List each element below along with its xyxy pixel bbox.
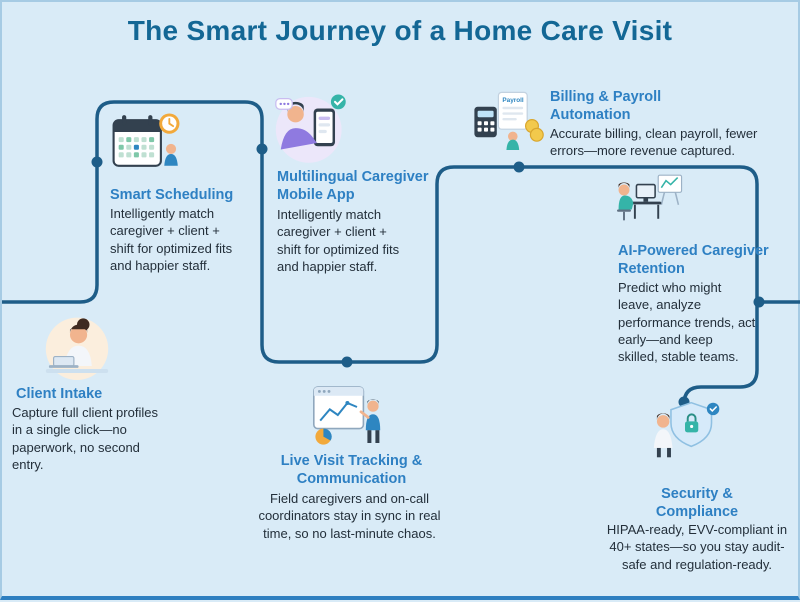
journey-line [2,100,759,422]
path-node [753,296,765,308]
path-node [256,143,268,155]
page-title: The Smart Journey of a Home Care Visit [127,15,673,46]
path-node [91,156,103,168]
path-node [513,161,525,173]
path-node [678,396,690,408]
path-node [341,356,353,368]
